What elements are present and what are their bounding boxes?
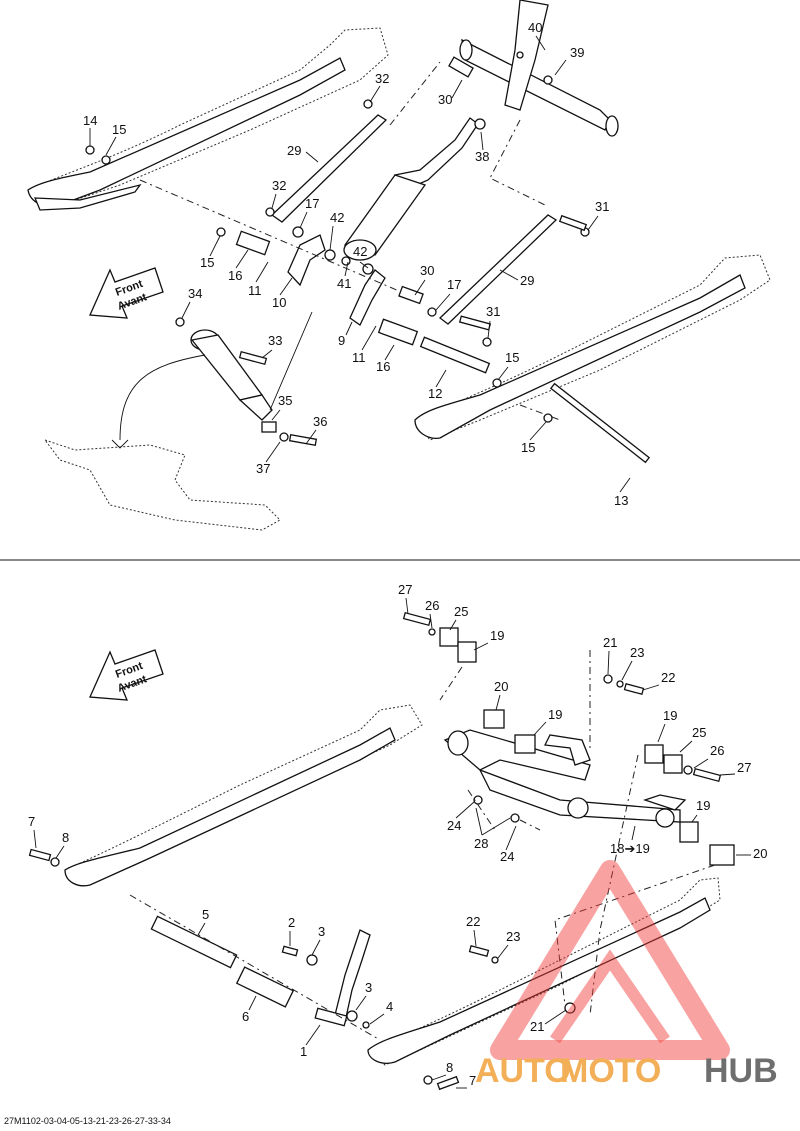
diagram-reference-code: 27M1102-03-04-05-13-21-23-26-27-33-34 xyxy=(4,1116,171,1126)
watermark: AUTO MOTO HUB xyxy=(475,860,778,1090)
rear-swing-arm xyxy=(443,729,687,828)
callout-23b: 23 xyxy=(506,929,520,944)
callout-12: 12 xyxy=(428,386,442,401)
callout-17a: 17 xyxy=(305,196,319,211)
callout-6: 6 xyxy=(242,1009,249,1024)
callout-11a: 11 xyxy=(248,283,262,298)
callout-4: 4 xyxy=(386,999,393,1014)
callout-11b: 11 xyxy=(352,350,366,365)
callout-1: 1 xyxy=(300,1044,307,1059)
callout-39: 39 xyxy=(570,45,584,60)
callout-28: 28 xyxy=(474,836,488,851)
bracket-1 xyxy=(334,929,371,1024)
upper-tube xyxy=(459,0,619,137)
svg-text:AUTO: AUTO xyxy=(475,1052,571,1090)
arm-10 xyxy=(287,234,326,287)
callout-16b: 16 xyxy=(376,359,390,374)
callout-7b: 7 xyxy=(469,1073,476,1088)
right-rail-top xyxy=(414,254,771,441)
callout-31a: 31 xyxy=(595,199,609,214)
link-29-lower xyxy=(438,214,558,325)
rear-frame-sketch xyxy=(43,439,281,531)
callout-10: 10 xyxy=(272,295,286,310)
callout-27a: 27 xyxy=(398,582,412,597)
callout-24b: 24 xyxy=(500,849,514,864)
left-rail-bottom xyxy=(64,704,423,887)
callout-14: 14 xyxy=(83,113,97,128)
callout-20a: 20 xyxy=(494,679,508,694)
callout-8a: 8 xyxy=(62,830,69,845)
callout-33: 33 xyxy=(268,333,282,348)
callout-32b: 32 xyxy=(272,178,286,193)
callout-22b: 22 xyxy=(466,914,480,929)
callout-15d: 15 xyxy=(521,440,535,455)
left-rail-top xyxy=(26,27,389,211)
callout-19b: 19 xyxy=(548,707,562,722)
bottom-assembly: Front Avant xyxy=(28,611,735,1091)
spacer-16b xyxy=(377,318,419,346)
callout-21b: 21 xyxy=(530,1019,544,1034)
callout-5: 5 xyxy=(202,907,209,922)
callout-21a: 21 xyxy=(603,635,617,650)
arm-9 xyxy=(349,269,386,326)
callout-13: 13 xyxy=(614,493,628,508)
callout-3b: 3 xyxy=(365,980,372,995)
callout-19a: 19 xyxy=(490,628,504,643)
svg-text:HUB: HUB xyxy=(704,1052,778,1090)
callout-42b: 42 xyxy=(353,244,367,259)
callout-2: 2 xyxy=(288,915,295,930)
callout-30b: 30 xyxy=(420,263,434,278)
spacer-16a xyxy=(235,230,271,256)
callout-16a: 16 xyxy=(228,268,242,283)
callout-34: 34 xyxy=(188,286,202,301)
callout-32a: 32 xyxy=(375,71,389,86)
callout-22a: 22 xyxy=(661,670,675,685)
callout-20b: 20 xyxy=(753,846,767,861)
callout-38: 38 xyxy=(475,149,489,164)
callout-29b: 29 xyxy=(520,273,534,288)
callout-41: 41 xyxy=(337,276,351,291)
callout-24a: 24 xyxy=(447,818,461,833)
right-rail-bottom xyxy=(367,877,721,1066)
callout-27b: 27 xyxy=(737,760,751,775)
callout-30a: 30 xyxy=(438,92,452,107)
callout-25a: 25 xyxy=(454,604,468,619)
callout-15b: 15 xyxy=(200,255,214,270)
direction-arrow-bottom: Front Avant xyxy=(89,649,164,701)
link-29-upper xyxy=(270,114,388,223)
callout-15c: 15 xyxy=(505,350,519,365)
callout-37: 37 xyxy=(256,461,270,476)
callout-17b: 17 xyxy=(447,277,461,292)
callout-40: 40 xyxy=(528,20,542,35)
callout-26a: 26 xyxy=(425,598,439,613)
callout-42a: 42 xyxy=(330,210,344,225)
callout-36: 36 xyxy=(313,414,327,429)
callout-18: 18➔19 xyxy=(610,841,650,856)
rear-shock xyxy=(190,329,273,421)
direction-arrow-top: Front Avant xyxy=(89,267,164,319)
callout-9: 9 xyxy=(338,333,345,348)
callout-3a: 3 xyxy=(318,924,325,939)
axle-12 xyxy=(419,336,491,374)
callout-19d: 19 xyxy=(696,798,710,813)
callouts-bottom: 27 26 25 19 21 23 22 20 19 19 25 26 27 1… xyxy=(28,582,767,1089)
shock-absorber xyxy=(343,117,479,261)
callout-35: 35 xyxy=(278,393,292,408)
callout-8b: 8 xyxy=(446,1060,453,1075)
svg-text:MOTO: MOTO xyxy=(560,1052,661,1090)
shaft-5 xyxy=(150,915,238,969)
callout-15a: 15 xyxy=(112,122,126,137)
callout-29a: 29 xyxy=(287,143,301,158)
callout-31b: 31 xyxy=(486,304,500,319)
callout-23a: 23 xyxy=(630,645,644,660)
spacer-6 xyxy=(235,966,295,1008)
callout-7a: 7 xyxy=(28,814,35,829)
callout-25b: 25 xyxy=(692,725,706,740)
callout-26b: 26 xyxy=(710,743,724,758)
top-assembly xyxy=(26,0,771,531)
callout-19c: 19 xyxy=(663,708,677,723)
callouts-top: 40 39 32 30 14 15 38 29 32 17 42 31 15 1… xyxy=(83,20,631,508)
axle-13 xyxy=(549,382,651,464)
